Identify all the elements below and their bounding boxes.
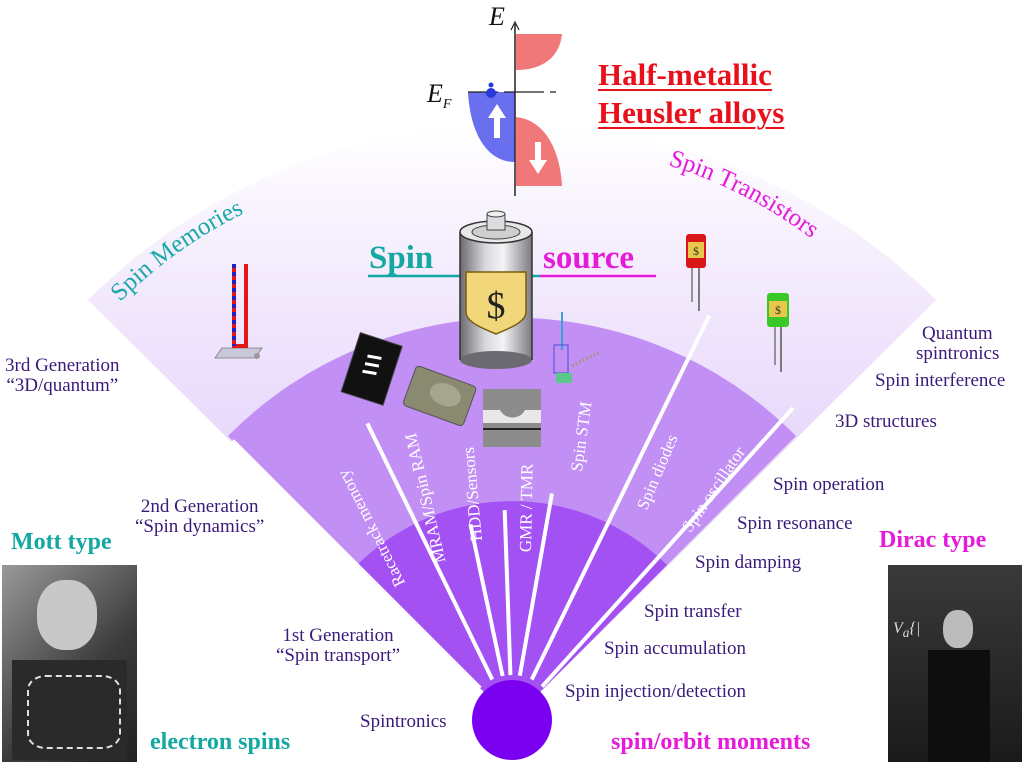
phenomenon-spin-operation: Spin operation (773, 474, 885, 495)
rays-group (231, 314, 795, 690)
ray-line (540, 406, 795, 688)
gmr-tmr-image (483, 389, 541, 447)
electron-icon-top (488, 82, 494, 88)
ray-line (231, 439, 482, 690)
phenomenon-quantum: Quantum (922, 323, 993, 344)
battery-icon: $ (459, 210, 533, 369)
generation-subtitle: “3D/quantum” (6, 374, 119, 396)
svg-text:$: $ (693, 244, 699, 258)
battery-dollar-symbol: $ (487, 285, 506, 327)
dirac-photo: Va{| (888, 565, 1022, 762)
phenomenon-spin-accumulation: Spin accumulation (604, 638, 746, 659)
phenomenon-spin-damping: Spin damping (695, 552, 802, 573)
spin-up-band (468, 92, 515, 162)
first-generation-band (357, 501, 667, 720)
spin-transistor-green-icon: $ (767, 293, 789, 372)
generation-subtitle: “Spin dynamics” (135, 515, 265, 537)
fermi-level-label: EF (427, 80, 451, 113)
third-generation-label: 3rd Generation “3D/quantum” (5, 356, 119, 396)
mott-photo (2, 565, 137, 762)
spin-label: Spin (369, 240, 434, 276)
ray-line (502, 510, 513, 676)
source-label: source (543, 240, 635, 276)
mram-chip-icon (340, 332, 403, 406)
spin-orbit-moments-caption: spin/orbit moments (611, 729, 811, 755)
phenomenon-spin-resonance: Spin resonance (737, 513, 853, 534)
spin-transistor-red-icon: $ (686, 234, 706, 311)
phenomenon-spin-transfer: Spin transfer (644, 601, 742, 622)
generation-title: 2nd Generation (140, 496, 259, 517)
dirac-type-label: Dirac type (879, 527, 987, 553)
spintronics-core-disc (472, 680, 552, 760)
ray-label: GMR / TMR (516, 463, 537, 553)
spintronics-core-label: Spintronics (360, 711, 447, 732)
phenomenon-3d-structures: 3D structures (835, 411, 937, 432)
spin-down-arrow-icon (529, 142, 547, 174)
electron-spins-caption: electron spins (150, 729, 291, 755)
spin-up-arrow-icon (488, 104, 506, 138)
ray-line (365, 422, 495, 681)
mott-type-label: Mott type (11, 529, 112, 555)
hdd-icon (403, 365, 477, 426)
generation-subtitle: “Spin transport” (276, 644, 401, 666)
second-generation-label: 2nd Generation “Spin dynamics” (135, 497, 264, 537)
svg-text:$: $ (775, 303, 781, 317)
title-line-2: Heusler alloys (598, 95, 785, 130)
fermi-level-subscript: F (442, 97, 452, 113)
band-diagram (468, 20, 572, 196)
spin-stm-icon (553, 312, 601, 383)
generation-title: 3rd Generation (5, 355, 120, 376)
first-generation-label: 1st Generation “Spin transport” (276, 626, 400, 666)
phenomenon-spin-injection-detection: Spin injection/detection (565, 681, 746, 702)
phenomenon-spin-interference: Spin interference (875, 370, 1006, 391)
phenomenon-spintronics: spintronics (916, 343, 1000, 364)
energy-axis-label: E (489, 2, 505, 31)
energy-axis-arrow (510, 20, 520, 31)
racetrack-memory-icon (214, 264, 263, 359)
ray-line (468, 523, 505, 677)
title-line-1: Half-metallic (598, 57, 772, 92)
ray-line (529, 314, 712, 681)
spin-down-upper-band (516, 34, 562, 70)
generation-title: 1st Generation (282, 625, 394, 646)
fermi-level-symbol: E (427, 79, 443, 108)
ray-line (517, 493, 554, 677)
electron-icon (486, 88, 496, 98)
